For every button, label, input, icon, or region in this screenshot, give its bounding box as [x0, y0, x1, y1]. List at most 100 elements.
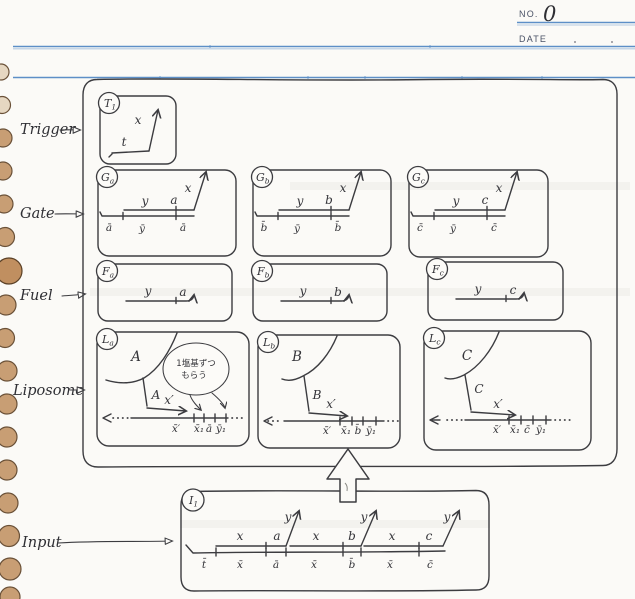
- trigger-toehold-label: t: [122, 135, 127, 149]
- gate-output-arrow: [193, 172, 206, 211]
- track-left-arrowhead: [429, 415, 439, 425]
- gate-bottom-strand: [99, 211, 195, 221]
- input-bottom-label: x̄: [237, 559, 243, 571]
- gate-id: Ga: [101, 171, 114, 186]
- anchor-strand: [303, 375, 310, 412]
- binding-hole: [0, 327, 16, 349]
- gate-top-strand: [123, 205, 195, 213]
- note-text-line2: もらう: [181, 371, 207, 381]
- trigger-output-arrow: [148, 110, 158, 152]
- input-bottom-label: t̄: [202, 558, 207, 571]
- gate-top-y-label: y: [141, 194, 149, 208]
- input-arrow-label: y: [284, 510, 292, 524]
- label-liposome: Liposome: [12, 383, 84, 399]
- fuel-strand: [455, 293, 524, 299]
- track-ticks: [508, 415, 547, 425]
- fuel-n-label: c: [510, 283, 517, 297]
- note-bubble: [162, 342, 230, 396]
- up-arrow: [326, 448, 370, 503]
- gate-bottom-label: ȳ: [449, 223, 457, 235]
- fuel-arrow: [61, 294, 85, 296]
- liposome-id: Lc: [428, 332, 441, 347]
- vesicle-membrane: [281, 335, 338, 381]
- liposome-id-badge: [422, 326, 446, 350]
- date-dot: [611, 41, 613, 43]
- vesicle-membrane: [444, 331, 500, 380]
- input-output-arrow: [442, 511, 459, 547]
- vesicle-label: A: [129, 349, 141, 365]
- binding-hole: [0, 492, 19, 514]
- input-arrow: [57, 541, 172, 543]
- input-n-label: b: [348, 529, 356, 543]
- anchor-strand: [142, 377, 148, 407]
- date-dot: [574, 41, 576, 43]
- gate-top-y-label: y: [452, 194, 460, 208]
- gate-box-b: Gb y b x b̄ ȳ b̄: [250, 165, 392, 257]
- label-trigger: Trigger: [20, 122, 76, 138]
- leg-label: x′: [493, 397, 503, 411]
- trigger-box: T1 t x: [97, 91, 177, 165]
- binding-hole: [0, 426, 18, 448]
- anchor-label: A: [151, 388, 161, 402]
- fuel-id: Fb: [256, 265, 270, 280]
- gate-bottom-label: ȳ: [293, 223, 301, 235]
- gate-id-badge: [406, 165, 430, 189]
- fuel-strand: [125, 295, 194, 301]
- track-ticks: [193, 413, 227, 423]
- gate-bottom-label: c̄: [417, 222, 423, 234]
- binding-hole: [0, 459, 18, 481]
- track-label: b̄: [355, 424, 362, 437]
- gate-output-label: x: [496, 181, 503, 195]
- gate-box-a: Ga y a x ā ȳ ā: [95, 165, 237, 257]
- input-id-badge: [181, 488, 205, 512]
- vesicle-label: C: [462, 348, 473, 364]
- binding-hole: [0, 257, 23, 285]
- track-label: x̄₁: [194, 423, 204, 435]
- input-top-strand: [289, 541, 362, 550]
- stationery-header: NO. 0 DATE: [13, 2, 635, 79]
- track-left-arrowhead: [263, 416, 273, 426]
- leg-label: x′: [164, 393, 174, 407]
- track-label: ȳ₁: [215, 423, 226, 435]
- gate-bottom-label: ā: [106, 222, 112, 234]
- fuel-id: Fa: [101, 265, 114, 280]
- track-label: ȳ₁: [535, 424, 546, 436]
- anchor-label: B: [312, 388, 322, 402]
- input-x-label: x: [389, 529, 396, 543]
- binding-hole: [0, 226, 16, 248]
- row-labels: Trigger Gate Fuel Liposome Input: [12, 122, 172, 551]
- binding-hole: [0, 557, 22, 581]
- binding-hole: [0, 360, 18, 382]
- track-label: ā: [206, 423, 212, 435]
- gate-top-y-label: y: [296, 194, 304, 208]
- input-bottom-strand: [185, 544, 446, 554]
- trigger-output-label: x: [135, 113, 142, 127]
- input-n-label: c: [426, 529, 433, 543]
- input-x-label: x: [237, 529, 244, 543]
- no-label: NO.: [519, 9, 539, 19]
- gate-bottom-label: c̄: [491, 222, 497, 234]
- note-pointer-arrow: [211, 392, 225, 408]
- track-label: ȳ₁: [365, 425, 376, 437]
- ruled-line-ticks: [159, 45, 543, 79]
- gate-bottom-label: b̄: [261, 221, 268, 234]
- gate-bottom-strand: [254, 211, 350, 221]
- binding-hole: [0, 586, 21, 599]
- gate-top-strand: [278, 205, 350, 213]
- gate-top-n-label: c: [482, 193, 489, 207]
- gate-output-label: x: [340, 181, 347, 195]
- fuel-id-badge: [95, 259, 119, 283]
- binding-hole: [0, 63, 10, 81]
- gate-output-arrow: [504, 172, 517, 211]
- note-pointer-arrow: [189, 394, 201, 410]
- liposome-box-c: Lc C C x′ x̄′ x̄₁ c̄ ȳ₁: [422, 326, 592, 451]
- fuel-strand: [280, 295, 349, 301]
- anchor-strand: [464, 374, 472, 411]
- gate-bottom-label: ȳ: [138, 223, 146, 235]
- gate-id: Gc: [412, 171, 426, 186]
- input-arrow-label: y: [360, 510, 368, 524]
- gate-id-badge: [250, 165, 274, 189]
- input-arrow-label: y: [443, 510, 451, 524]
- leg-label: x′: [326, 397, 336, 411]
